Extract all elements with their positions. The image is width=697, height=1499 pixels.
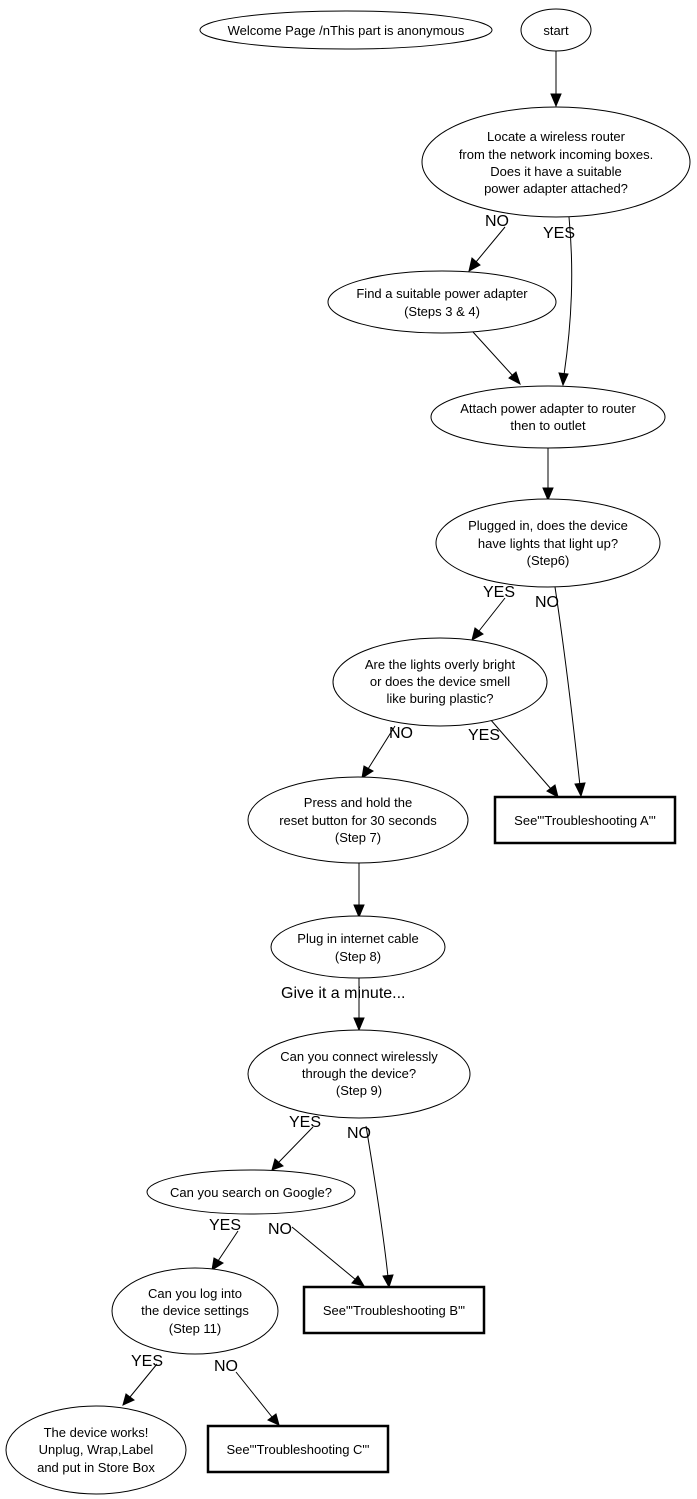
node-locate-line-4: power adapter attached? [484,181,628,196]
edge-login-troubleC [235,1371,280,1426]
node-lights-line-3: like buring plastic? [387,691,494,706]
node-plug-line-1: Plug in internet cable [297,931,418,946]
edge-label-google-no: NO [268,1221,292,1238]
node-locate: Locate a wireless router from the networ… [421,106,691,218]
node-troubleA: See"'Troubleshooting A"' [493,795,677,845]
node-login-line-2: the device settings [141,1303,249,1318]
node-locate-line-2: from the network incoming boxes. [459,147,653,162]
node-press-line-2: reset button for 30 seconds [279,813,437,828]
node-login: Can you log into the device settings (St… [111,1267,279,1355]
edge-label-connect-no: NO [347,1125,371,1142]
node-welcome: Welcome Page /nThis part is anonymous [199,10,493,50]
edges: NO YES YES NO [122,51,586,1426]
node-find-line-2: (Steps 3 & 4) [404,304,480,319]
node-google-line-1: Can you search on Google? [170,1185,332,1200]
edge-label-lights-no: NO [389,725,413,742]
edge-label-login-yes: YES [131,1353,163,1370]
edge-lights-press [361,725,396,780]
edge-label-plug-note: Give it a minute... [281,985,406,1002]
node-connect: Can you connect wirelessly through the d… [247,1029,471,1119]
node-login-line-3: (Step 11) [169,1321,222,1336]
node-plugged-line-2: have lights that light up? [478,536,618,551]
node-troubleB-line-1: See"'Troubleshooting B"' [323,1303,465,1318]
edge-plug-connect [353,978,365,1032]
edge-google-login [211,1230,239,1272]
node-connect-line-1: Can you connect wirelessly [280,1049,438,1064]
edge-label-locate-yes: YES [543,225,575,242]
edge-find-attach [472,331,521,386]
node-locate-line-3: Does it have a suitable [490,164,622,179]
node-start-line-1: start [543,23,569,38]
node-troubleB: See"'Troubleshooting B"' [302,1285,486,1335]
node-works-line-1: The device works! [44,1425,149,1440]
node-welcome-line-1: Welcome Page /nThis part is anonymous [228,23,465,38]
edge-label-lights-yes: YES [468,727,500,744]
edge-locate-find [468,226,506,272]
edge-attach-plugged [542,448,554,502]
edge-label-google-yes: YES [209,1217,241,1234]
node-works-line-3: and put in Store Box [37,1460,155,1475]
node-attach-line-2: then to outlet [510,418,586,433]
node-troubleA-line-1: See"'Troubleshooting A"' [514,813,656,828]
node-login-line-1: Can you log into [148,1286,242,1301]
node-plug-line-2: (Step 8) [335,949,381,964]
node-press: Press and hold the reset button for 30 s… [247,776,469,864]
edge-plugged-troubleA [554,586,586,798]
node-works-line-2: Unplug, Wrap,Label [39,1442,154,1457]
edge-label-locate-no: NO [485,213,509,230]
node-press-line-1: Press and hold the [304,795,412,810]
node-attach: Attach power adapter to router then to o… [430,385,666,449]
node-works: The device works! Unplug, Wrap,Label and… [5,1405,187,1495]
edge-label-login-no: NO [214,1358,238,1375]
node-locate-line-1: Locate a wireless router [487,129,626,144]
edge-label-plugged-yes: YES [483,584,515,601]
edge-connect-troubleB [365,1125,394,1289]
edge-label-connect-yes: YES [289,1114,321,1131]
edge-label-plugged-no: NO [535,594,559,611]
node-start: start [520,8,592,52]
node-find-line-1: Find a suitable power adapter [356,286,528,301]
edge-lights-troubleA [489,718,559,798]
edge-login-works [122,1363,158,1406]
node-google: Can you search on Google? [146,1169,356,1215]
node-plugged-line-1: Plugged in, does the device [468,518,628,533]
edge-connect-google [271,1126,314,1171]
edge-google-troubleB [291,1226,366,1287]
node-connect-line-3: (Step 9) [336,1083,382,1098]
edge-press-plug [353,863,365,919]
node-press-line-3: (Step 7) [335,830,381,845]
node-troubleC-line-1: See"'Troubleshooting C"' [226,1442,369,1457]
node-attach-line-1: Attach power adapter to router [460,401,636,416]
edge-locate-attach [558,216,573,387]
node-plugged-line-3: (Step6) [527,553,570,568]
node-lights-line-1: Are the lights overly bright [365,657,516,672]
node-connect-line-2: through the device? [302,1066,416,1081]
node-lights: Are the lights overly bright or does the… [332,637,548,727]
edge-start-locate [550,51,562,108]
node-plug: Plug in internet cable (Step 8) [270,915,446,979]
edge-plugged-lights [471,597,506,641]
node-troubleC: See"'Troubleshooting C"' [206,1424,390,1474]
node-lights-line-2: or does the device smell [370,674,510,689]
node-plugged: Plugged in, does the device have lights … [435,498,661,588]
node-find: Find a suitable power adapter (Steps 3 &… [327,270,557,334]
nodes: Welcome Page /nThis part is anonymous st… [5,8,691,1495]
